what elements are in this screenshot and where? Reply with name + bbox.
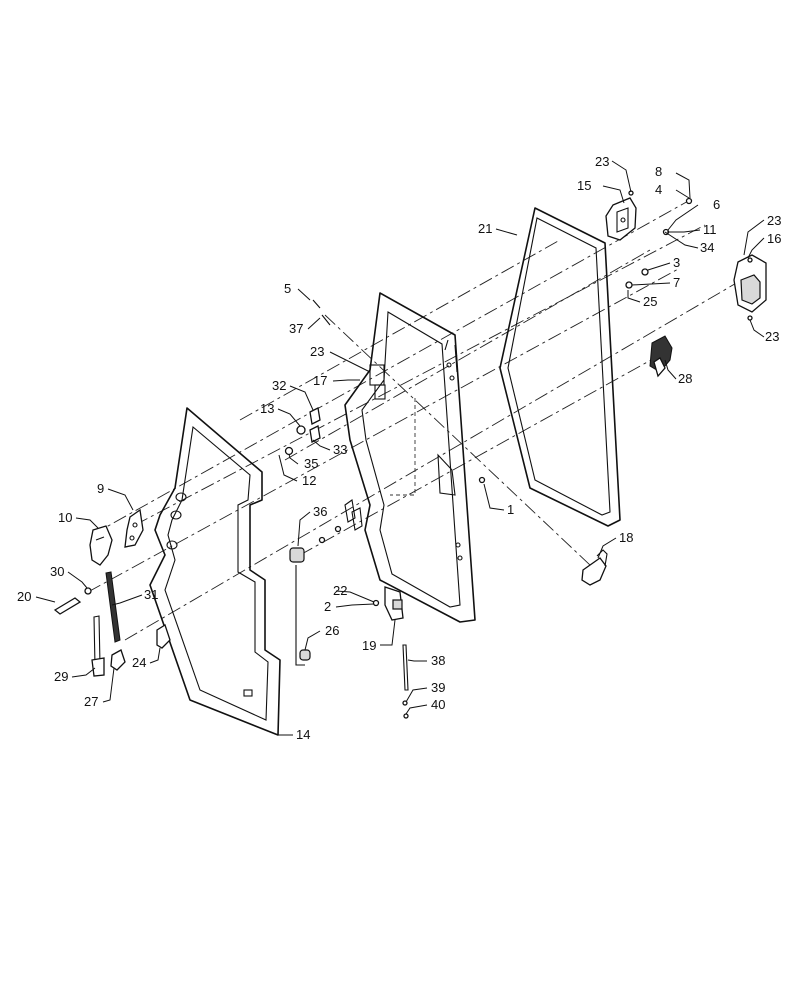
- callout-3: 3: [673, 255, 680, 270]
- trim-frame-part-14: [149, 407, 281, 736]
- hardware-parts: [284, 190, 753, 719]
- callout-35: 35: [304, 456, 318, 471]
- callout-30: 30: [50, 564, 64, 579]
- callout-23: 23: [765, 329, 779, 344]
- callout-19: 19: [362, 638, 376, 653]
- bracket-part-9: [124, 508, 144, 548]
- callout-22: 22: [333, 583, 347, 598]
- upper-hinge-part-15: [605, 197, 637, 241]
- callout-23: 23: [595, 154, 609, 169]
- latch-part-28: [649, 335, 673, 378]
- callout-37: 37: [289, 321, 303, 336]
- callout-23: 23: [310, 344, 324, 359]
- callout-10: 10: [58, 510, 72, 525]
- callout-6: 6: [713, 197, 720, 212]
- callout-14: 14: [296, 727, 310, 742]
- callout-39: 39: [431, 680, 445, 695]
- handle-cover-part-16: [733, 254, 767, 313]
- handle-part-10: [89, 525, 113, 566]
- nut-part-30: [84, 587, 92, 595]
- callout-15: 15: [577, 178, 591, 193]
- callout-5: 5: [284, 281, 291, 296]
- lower-hinge-part-19: [384, 586, 404, 621]
- callout-labels: 23 15 8 4 6 11 34 21 23 16 23 3 7 25 28 …: [17, 154, 781, 742]
- callout-23: 23: [767, 213, 781, 228]
- callout-11: 11: [703, 222, 717, 237]
- wiper-arm-part-29: [91, 615, 105, 677]
- callout-24: 24: [132, 655, 146, 670]
- callout-18: 18: [619, 530, 633, 545]
- wiper-motor-plate-part-27: [110, 649, 126, 671]
- wiper-blade-part-31: [105, 571, 121, 643]
- callout-12: 12: [302, 473, 316, 488]
- callout-17: 17: [313, 373, 327, 388]
- latch-bracket-part-18: [581, 549, 608, 586]
- door-frame-part-17: [344, 292, 476, 623]
- callout-26: 26: [325, 623, 339, 638]
- callout-28: 28: [678, 371, 692, 386]
- callout-8: 8: [655, 164, 662, 179]
- callout-36: 36: [313, 504, 327, 519]
- callout-2: 2: [324, 599, 331, 614]
- callout-38: 38: [431, 653, 445, 668]
- callout-31: 31: [144, 587, 158, 602]
- callout-29: 29: [54, 669, 68, 684]
- callout-9: 9: [97, 481, 104, 496]
- callout-4: 4: [655, 182, 662, 197]
- window-glass-part-21: [499, 207, 621, 527]
- callout-20: 20: [17, 589, 31, 604]
- callout-40: 40: [431, 697, 445, 712]
- bracket-part-24: [156, 624, 171, 649]
- callout-7: 7: [673, 275, 680, 290]
- callout-21: 21: [478, 221, 492, 236]
- callout-32: 32: [272, 378, 286, 393]
- leader-lines: [35, 160, 765, 736]
- callout-27: 27: [84, 694, 98, 709]
- callout-25: 25: [643, 294, 657, 309]
- callout-34: 34: [700, 240, 714, 255]
- callout-13: 13: [260, 401, 274, 416]
- callout-16: 16: [767, 231, 781, 246]
- grommet-part-20: [53, 597, 82, 615]
- callout-33: 33: [333, 442, 347, 457]
- callout-1: 1: [507, 502, 514, 517]
- assembly-center-lines: [87, 199, 746, 641]
